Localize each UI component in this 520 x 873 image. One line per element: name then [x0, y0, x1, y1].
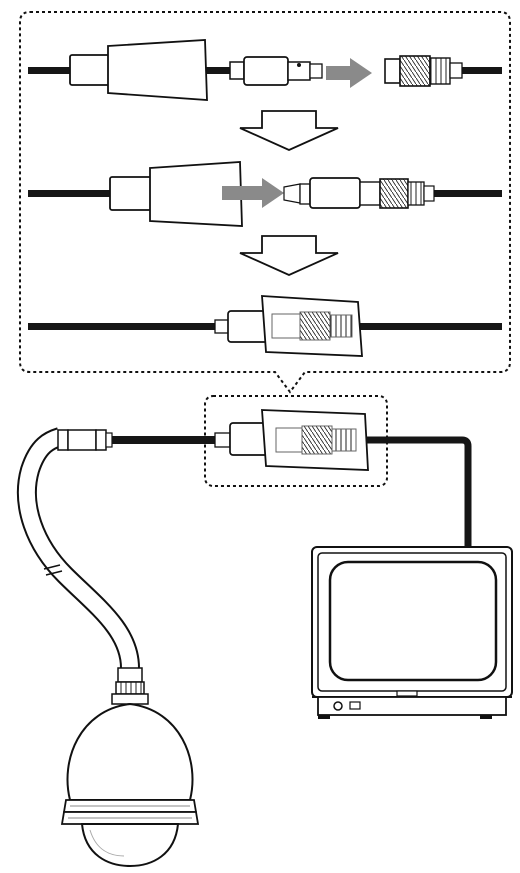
coaxial-cable-right-1: [460, 67, 502, 74]
coaxial-cable-to-monitor: [366, 436, 472, 548]
direction-arrow-icon: [222, 178, 284, 208]
bnc-connector-icon: [299, 177, 435, 209]
coaxial-cable-mid-1: [205, 67, 230, 74]
power-button-icon: [333, 701, 343, 711]
step-2-push-connector: [28, 161, 502, 227]
bnc-connector-icon: [214, 409, 369, 471]
hollow-down-arrow-icon: [239, 235, 339, 276]
monitor-icon: [311, 546, 513, 719]
coaxial-cable-left-3: [28, 323, 218, 330]
coaxial-cable-icon: [17, 427, 218, 669]
step-3-connected: [28, 295, 502, 357]
coaxial-cable-right-2: [432, 190, 502, 197]
coaxial-cable-right-3: [360, 323, 502, 330]
bnc-plug-icon: [384, 55, 463, 87]
detail-callout-box: [19, 11, 511, 394]
hollow-down-arrow-icon: [239, 110, 339, 151]
strain-relief-boot-icon: [69, 39, 208, 101]
bnc-connector-icon: [229, 56, 323, 86]
coaxial-cable-left-2: [28, 190, 110, 197]
strain-relief-boot-icon: [261, 295, 363, 357]
direction-arrow-icon: [326, 58, 372, 88]
strain-relief-boot-icon: [109, 161, 243, 227]
coaxial-cable-left-1: [28, 67, 70, 74]
step-1-insert-plug: [28, 39, 502, 101]
monitor-screen: [328, 560, 498, 682]
dome-camera-icon: [60, 667, 200, 868]
